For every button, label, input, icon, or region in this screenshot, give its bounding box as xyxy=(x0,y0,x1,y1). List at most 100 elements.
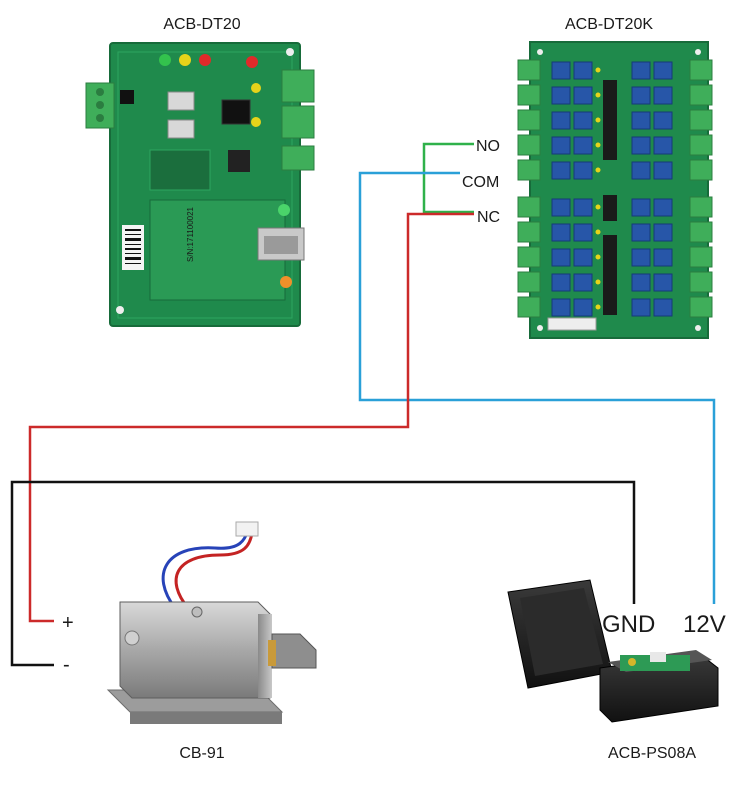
relay-terminal-left xyxy=(517,109,541,131)
relay-module xyxy=(631,86,651,105)
relay-module xyxy=(551,61,571,80)
wire-blue xyxy=(358,171,716,604)
controller-title: ACB-DT20 xyxy=(163,16,240,33)
wire-green xyxy=(422,142,474,214)
relay-board-driver-chip-2 xyxy=(603,195,617,221)
psu-12v-label: 12V xyxy=(683,611,726,638)
terminal-com-label: COM xyxy=(462,174,499,191)
led-yellow-1 xyxy=(179,54,191,66)
controller-serial-number: S/N:171100021 xyxy=(186,206,195,262)
relay-terminal-left xyxy=(517,196,541,218)
relay-module xyxy=(653,273,673,292)
power-supply-title: ACB-PS08A xyxy=(608,745,696,762)
led-link xyxy=(278,204,290,216)
controller-relay xyxy=(221,99,251,125)
relay-terminal-right xyxy=(689,109,713,131)
relay-led xyxy=(595,92,601,98)
relay-module xyxy=(573,248,593,267)
psu-gnd-label: GND xyxy=(602,611,655,638)
relay-module xyxy=(653,86,673,105)
relay-module xyxy=(631,273,651,292)
relay-led xyxy=(595,142,601,148)
controller-terminal-right-2 xyxy=(281,105,315,139)
relay-board-pcb xyxy=(529,41,709,339)
relay-terminal-left xyxy=(517,59,541,81)
led-red-1 xyxy=(199,54,211,66)
relay-module xyxy=(551,273,571,292)
relay-module xyxy=(551,198,571,217)
lock-plus-label: + xyxy=(62,612,74,634)
terminal-nc-label: NC xyxy=(477,209,500,226)
relay-terminal-left xyxy=(517,246,541,268)
relay-module xyxy=(573,223,593,242)
relay-terminal-left xyxy=(517,159,541,181)
relay-terminal-right xyxy=(689,296,713,318)
wire-red xyxy=(28,212,474,623)
led-green xyxy=(159,54,171,66)
relay-module xyxy=(631,136,651,155)
lock-title: CB-91 xyxy=(179,745,224,762)
relay-module xyxy=(551,111,571,130)
relay-terminal-left xyxy=(517,134,541,156)
relay-module xyxy=(631,61,651,80)
controller-regulator-2 xyxy=(167,119,195,139)
relay-terminal-right xyxy=(689,271,713,293)
controller-terminal-right-1 xyxy=(281,69,315,103)
relay-board-driver-chip-1 xyxy=(603,80,617,160)
relay-module xyxy=(631,223,651,242)
led-act xyxy=(280,276,292,288)
relay-terminal-right xyxy=(689,84,713,106)
relay-terminal-left xyxy=(517,221,541,243)
terminal-no-label: NO xyxy=(476,138,500,155)
relay-led xyxy=(595,304,601,310)
relay-led xyxy=(595,67,601,73)
electric-lock xyxy=(106,521,317,724)
controller-board: S/N:171100021 xyxy=(85,42,315,327)
relay-module xyxy=(631,198,651,217)
relay-terminal-right xyxy=(689,59,713,81)
controller-terminal-right-3 xyxy=(281,145,315,171)
relay-led xyxy=(595,204,601,210)
relay-module xyxy=(551,248,571,267)
relay-terminal-left xyxy=(517,271,541,293)
relay-module xyxy=(573,86,593,105)
relay-module xyxy=(631,298,651,317)
power-supply xyxy=(507,579,719,723)
relay-module xyxy=(653,136,673,155)
relay-board-title: ACB-DT20K xyxy=(565,16,653,33)
relay-module xyxy=(653,298,673,317)
relay-module xyxy=(573,161,593,180)
relay-module xyxy=(653,223,673,242)
lock-bolt xyxy=(271,633,317,669)
controller-regulator-1 xyxy=(167,91,195,111)
relay-terminal-right xyxy=(689,246,713,268)
relay-led xyxy=(595,167,601,173)
relay-led xyxy=(595,279,601,285)
controller-cpu-chip xyxy=(228,150,250,172)
relay-module xyxy=(573,273,593,292)
relay-module xyxy=(551,161,571,180)
relay-module xyxy=(653,248,673,267)
relay-board-driver-chip-3 xyxy=(603,235,617,315)
led-red-2 xyxy=(246,56,258,68)
relay-led xyxy=(595,229,601,235)
relay-module xyxy=(573,198,593,217)
relay-module xyxy=(551,136,571,155)
relay-board xyxy=(517,41,713,339)
relay-terminal-left xyxy=(517,84,541,106)
wire-black xyxy=(10,480,636,667)
led-yellow-2 xyxy=(251,83,261,93)
psu-circuit-board xyxy=(620,655,690,671)
relay-terminal-right xyxy=(689,221,713,243)
relay-module xyxy=(653,198,673,217)
relay-terminal-right xyxy=(689,196,713,218)
relay-module xyxy=(653,161,673,180)
relay-module xyxy=(551,298,571,317)
relay-led xyxy=(595,117,601,123)
relay-module xyxy=(573,136,593,155)
lock-minus-label: - xyxy=(63,654,70,676)
relay-module xyxy=(573,298,593,317)
led-yellow-3 xyxy=(251,117,261,127)
relay-module xyxy=(653,111,673,130)
